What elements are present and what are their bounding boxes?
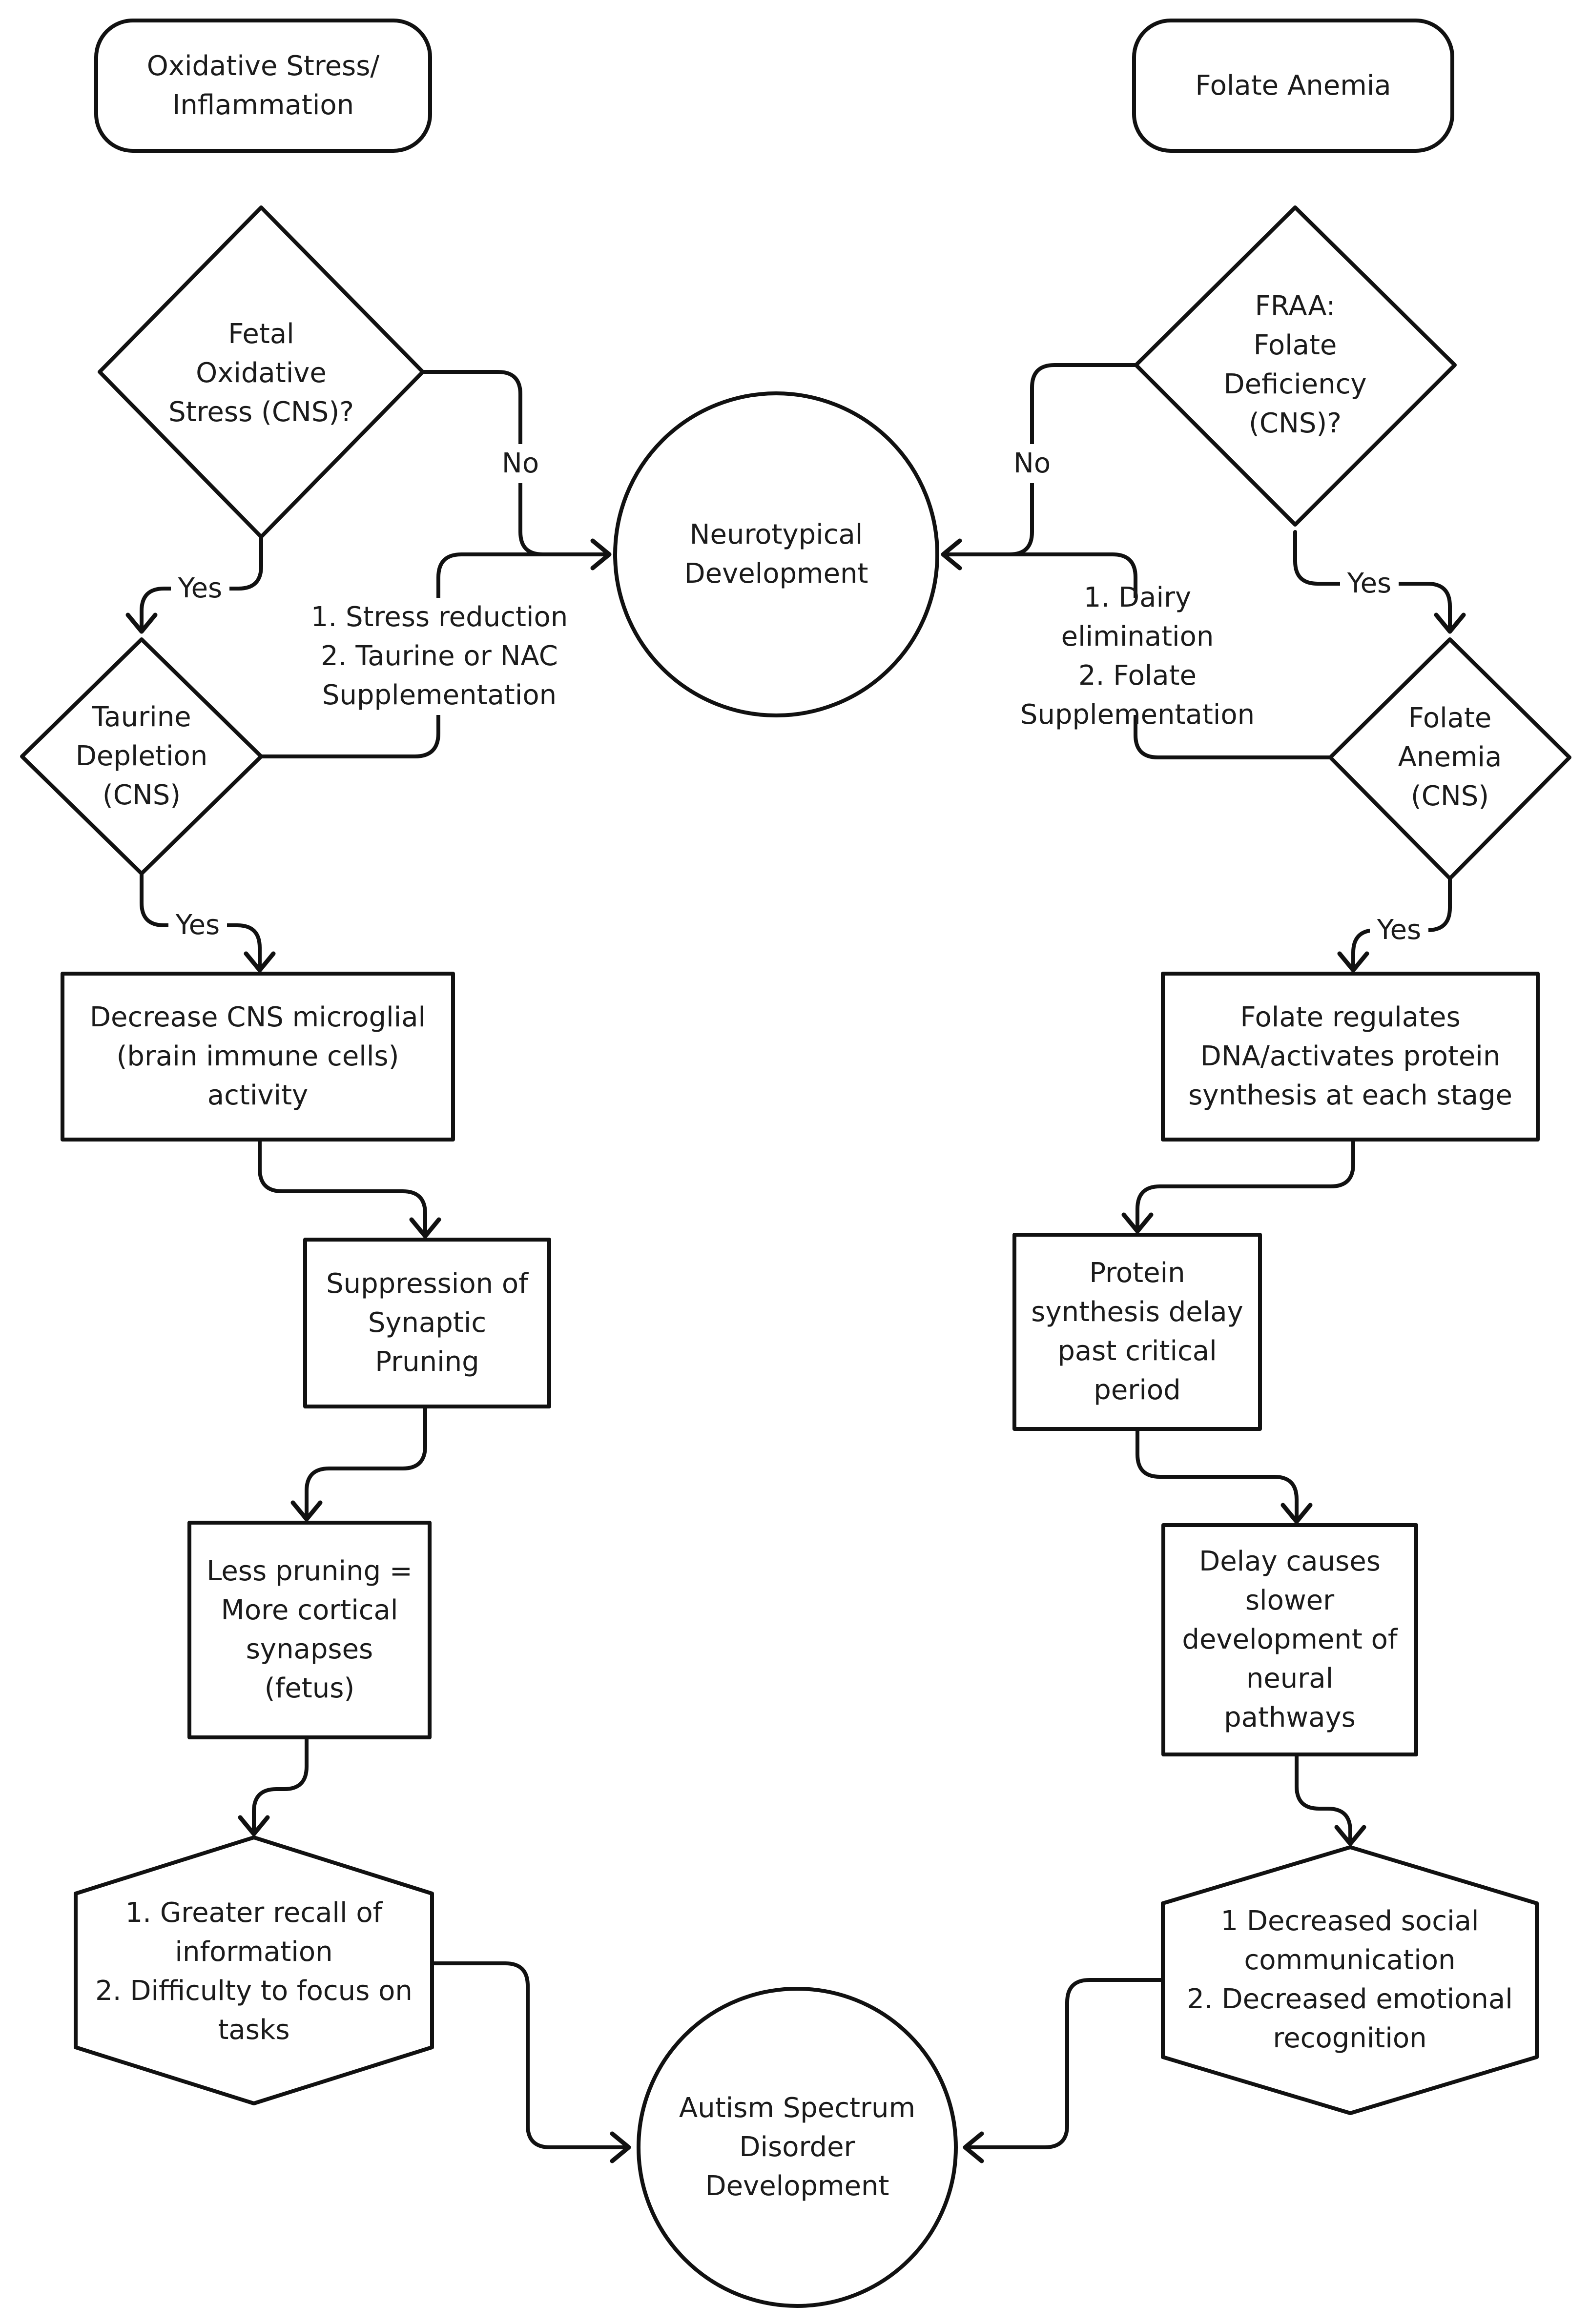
left-decision-q1 bbox=[98, 205, 425, 539]
arrowhead-left-step1 bbox=[244, 951, 276, 973]
connector-right-outcome bbox=[967, 1978, 1165, 2149]
arrowhead-left-outcome bbox=[238, 1815, 270, 1836]
left-step3-label: Less pruning = More cortical synapses (f… bbox=[206, 1555, 413, 1704]
arrowhead-right-q2 bbox=[1434, 612, 1466, 634]
arrowhead-right-step2 bbox=[1121, 1212, 1154, 1234]
connector-left-step3 bbox=[252, 1735, 309, 1832]
left-step2-box bbox=[303, 1238, 551, 1408]
left-outcome-hexagon bbox=[74, 1835, 434, 2105]
right-q1-label: FRAA: Folate Deficiency (CNS)? bbox=[1223, 290, 1367, 439]
right-decision-q1 bbox=[1134, 205, 1457, 527]
arrowhead-left-q2 bbox=[125, 612, 158, 634]
connector-left-outcome bbox=[430, 1961, 627, 2149]
right-outcome-hexagon bbox=[1161, 1845, 1539, 2115]
left-q1-no-label: No bbox=[498, 444, 543, 483]
right-step1-box bbox=[1161, 972, 1540, 1142]
right-step1-label: Folate regulates DNA/activates protein s… bbox=[1188, 1001, 1512, 1111]
right-step2-box bbox=[1012, 1233, 1262, 1431]
left-step1-box bbox=[61, 972, 455, 1142]
arrowhead-left-step3 bbox=[290, 1500, 323, 1522]
connector-left-step1 bbox=[258, 1138, 427, 1234]
left-decision-q2 bbox=[20, 637, 263, 876]
left-title-box bbox=[94, 19, 432, 153]
right-title-box bbox=[1132, 19, 1454, 153]
connector-right-step1 bbox=[1136, 1138, 1355, 1229]
left-step2-label: Suppression of Synaptic Pruning bbox=[326, 1268, 528, 1378]
connector-right-step3 bbox=[1295, 1753, 1352, 1842]
arrowhead-left-step2 bbox=[409, 1217, 441, 1239]
connector-left-step2 bbox=[305, 1405, 427, 1517]
left-outcome-label: 1. Greater recall of information 2. Diff… bbox=[95, 1897, 413, 2046]
arrowhead-neurotypical-right bbox=[941, 538, 962, 571]
right-step3-label: Delay causes slower development of neura… bbox=[1182, 1546, 1398, 1733]
left-q2-yes-label: Yes bbox=[168, 906, 227, 945]
arrowhead-asd-right bbox=[963, 2131, 984, 2163]
right-title-label: Folate Anemia bbox=[1195, 69, 1391, 102]
right-q2-yes-label: Yes bbox=[1370, 911, 1428, 950]
right-decision-q2 bbox=[1328, 637, 1571, 880]
left-step3-box bbox=[187, 1521, 432, 1739]
right-step3-box bbox=[1161, 1523, 1418, 1756]
arrowhead-neurotypical-left bbox=[590, 538, 612, 571]
right-q2-label: Folate Anemia (CNS) bbox=[1398, 702, 1502, 812]
right-q1-no-label: No bbox=[1010, 444, 1054, 483]
asd-label: Autism Spectrum Disorder Development bbox=[679, 2092, 916, 2202]
arrowhead-right-outcome bbox=[1334, 1825, 1366, 1846]
left-q2-label: Taurine Depletion (CNS) bbox=[75, 701, 208, 811]
left-title-label: Oxidative Stress/ Inflammation bbox=[146, 50, 380, 121]
arrowhead-asd-left bbox=[610, 2131, 631, 2163]
right-intervention-label: 1. Dairy elimination 2. Folate Supplemen… bbox=[1006, 582, 1269, 731]
arrowhead-right-step1 bbox=[1337, 951, 1369, 973]
left-step1-label: Decrease CNS microglial (brain immune ce… bbox=[89, 1001, 426, 1111]
right-q1-yes-label: Yes bbox=[1340, 564, 1399, 603]
left-q1-label: Fetal Oxidative Stress (CNS)? bbox=[168, 318, 354, 428]
arrowhead-right-step3 bbox=[1280, 1503, 1313, 1524]
connector-right-step2 bbox=[1136, 1427, 1299, 1520]
right-step2-label: Protein synthesis delay past critical pe… bbox=[1031, 1257, 1243, 1406]
neurotypical-label: Neurotypical Development bbox=[684, 519, 868, 590]
neurotypical-node bbox=[613, 391, 939, 717]
left-intervention-label: 1. Stress reduction 2. Taurine or NAC Su… bbox=[308, 598, 571, 715]
asd-node bbox=[637, 1987, 958, 2308]
right-outcome-label: 1 Decreased social communication 2. Decr… bbox=[1187, 1905, 1513, 2054]
left-q1-yes-label: Yes bbox=[171, 569, 229, 608]
